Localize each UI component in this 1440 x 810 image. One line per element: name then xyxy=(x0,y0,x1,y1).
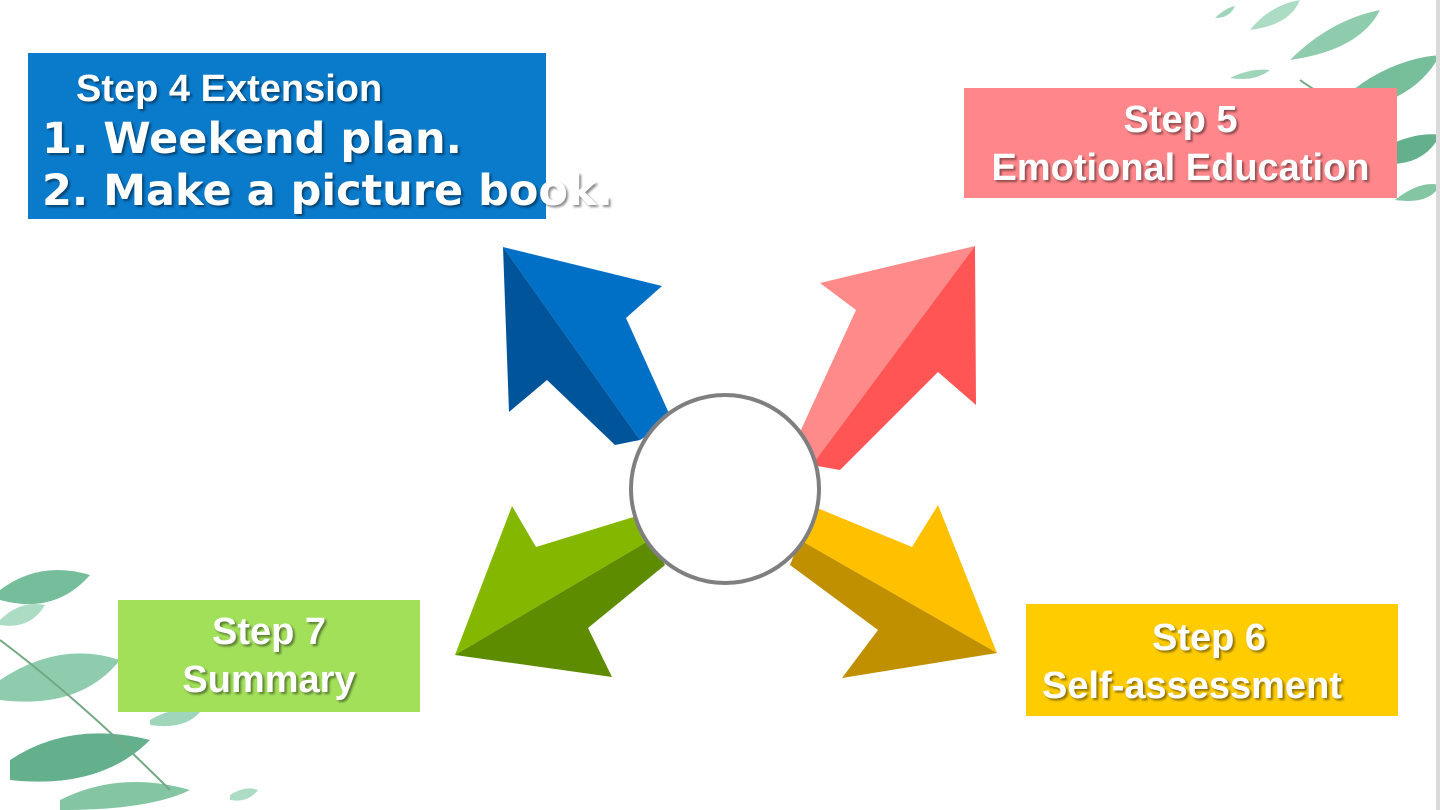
leaf-decoration-bottom-left xyxy=(0,570,258,810)
step4-item-1: 1. Weekend plan. xyxy=(42,114,462,164)
step4-box: Step 4 Extension 1. Weekend plan. 2. Mak… xyxy=(28,53,613,219)
arrow-blue-light-half xyxy=(503,247,672,440)
box-step4-bg xyxy=(28,53,546,219)
arrow-green-dark-half xyxy=(455,540,665,677)
step6-box: Step 6 Self-assessment xyxy=(1026,604,1398,716)
box-step7-bg xyxy=(118,600,420,712)
step4-title: Step 4 Extension xyxy=(76,68,383,110)
slide-edge xyxy=(1436,0,1440,810)
arrow-yellow-dark-half xyxy=(790,540,997,678)
step5-subtitle: Emotional Education xyxy=(991,147,1370,189)
step6-title: Step 6 xyxy=(1152,617,1267,659)
arrow-green-down-left xyxy=(455,506,665,677)
step7-title: Step 7 xyxy=(211,611,327,653)
box-step6-bg xyxy=(1026,604,1398,716)
arrow-green-light-half xyxy=(455,506,650,655)
box-step5-bg xyxy=(964,88,1397,198)
step6-subtitle: Self-assessment xyxy=(1042,665,1342,707)
center-circle xyxy=(629,393,821,585)
arrow-blue-dark-half xyxy=(503,247,640,445)
arrow-blue-up-left xyxy=(503,247,672,445)
step5-title: Step 5 xyxy=(1123,99,1238,141)
arrow-yellow-light-half xyxy=(800,505,997,653)
step4-item-2: 2. Make a picture book. xyxy=(42,166,613,216)
arrow-pink-dark-half xyxy=(812,246,976,470)
step7-subtitle: Summary xyxy=(182,659,356,701)
arrow-pink-light-half xyxy=(800,246,975,465)
step5-box: Step 5 Emotional Education xyxy=(964,88,1397,198)
arrow-pink-up-right xyxy=(800,246,976,470)
arrow-yellow-down-right xyxy=(790,505,997,678)
step7-box: Step 7 Summary xyxy=(118,600,420,712)
